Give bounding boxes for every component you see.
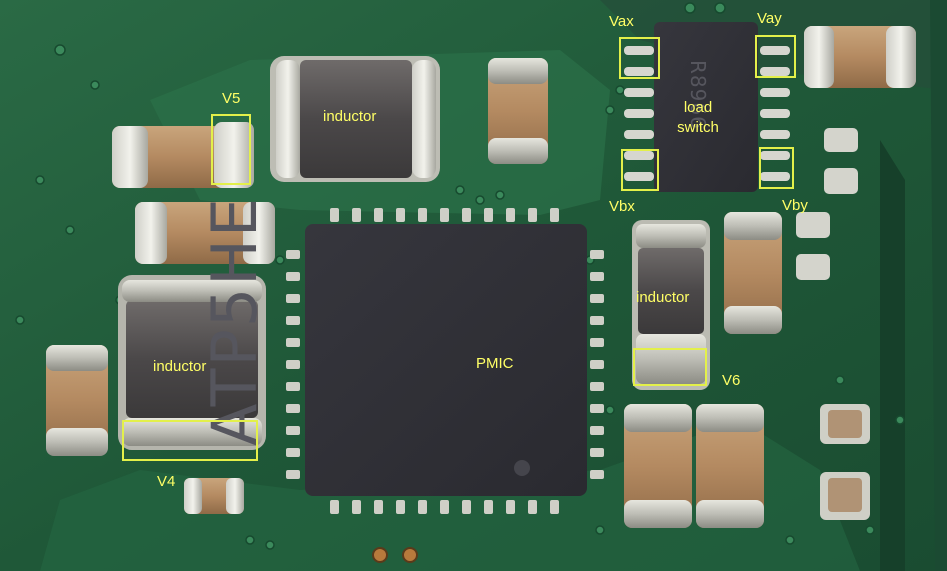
inductor-top-label: inductor (323, 108, 377, 125)
vay-highlight-box (755, 35, 796, 78)
pmic-label: PMIC (476, 355, 514, 372)
inductor-left-label: inductor (153, 358, 207, 375)
load-switch-label-line1: load (683, 99, 713, 116)
load-switch-label: load switch (668, 98, 728, 138)
load-switch-chip (654, 22, 758, 192)
inductor-right-label: inductor (636, 289, 690, 306)
vax-highlight-box (619, 37, 660, 79)
vbx-label: Vbx (609, 198, 635, 215)
vax-label: Vax (609, 13, 634, 30)
load-switch-label-line2: switch (677, 119, 719, 136)
capacitors (46, 26, 916, 528)
v4-label: V4 (157, 473, 176, 490)
vbx-highlight-box (621, 149, 659, 191)
pmic-marking: ATP5HE (198, 195, 271, 446)
vby-highlight-box (759, 147, 794, 189)
pmic-chip (305, 224, 587, 496)
v5-label: V5 (222, 90, 241, 107)
v6-highlight-box (633, 348, 707, 386)
vby-label: Vby (782, 197, 808, 214)
vay-label: Vay (757, 10, 782, 27)
v6-label: V6 (722, 372, 741, 389)
v4-highlight-box (122, 420, 258, 461)
v5-highlight-box (211, 114, 251, 185)
